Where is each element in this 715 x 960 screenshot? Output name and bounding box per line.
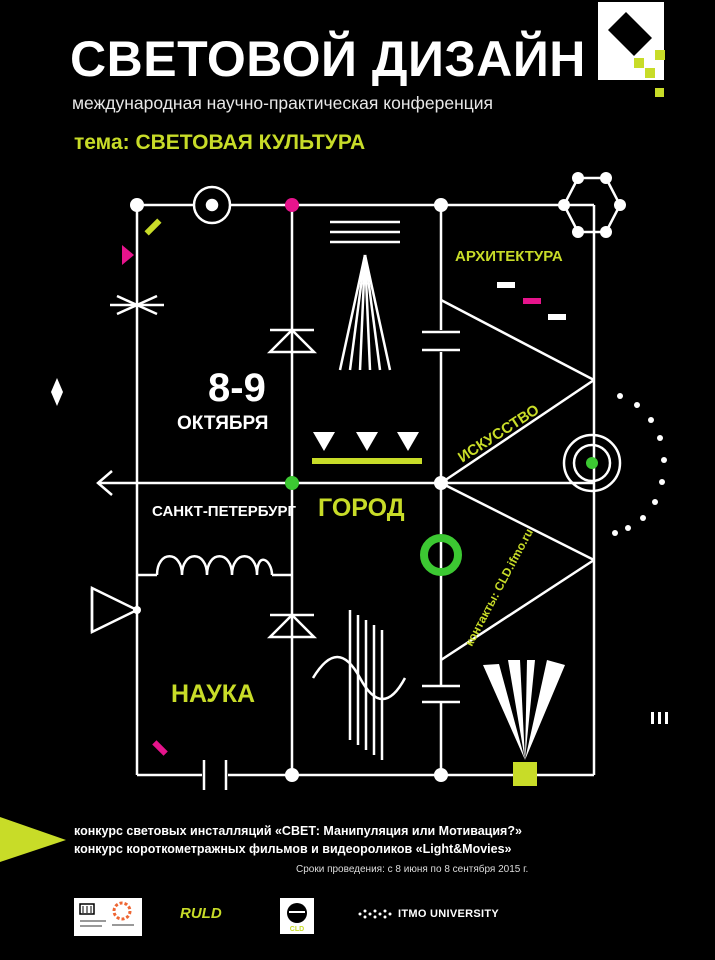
event-dates: 8-9	[208, 366, 266, 410]
topic-architecture: АРХИТЕКТУРА	[455, 248, 563, 265]
deadline-text: Сроки проведения: с 8 июня по 8 сентября…	[296, 864, 529, 875]
contest-films: конкурс короткометражных фильмов и видео…	[74, 842, 512, 856]
svg-text:CLD: CLD	[290, 926, 304, 933]
unesco-emblem-icon	[79, 901, 134, 927]
event-city: САНКТ-ПЕТЕРБУРГ	[152, 503, 297, 520]
topic-city: ГОРОД	[318, 494, 405, 522]
itmo-dots-icon	[358, 909, 392, 919]
unesco-logo	[74, 898, 142, 936]
topic-science: НАУКА	[171, 680, 256, 708]
event-month: ОКТЯБРЯ	[177, 413, 269, 434]
theme-value: СВЕТОВАЯ КУЛЬТУРА	[135, 131, 366, 154]
cld-logo: CLD	[280, 898, 314, 934]
event-subtitle: международная научно-практическая конфер…	[72, 93, 494, 113]
cld-emblem-icon: CLD	[287, 903, 307, 933]
theme-line: тема: СВЕТОВАЯ КУЛЬТУРА	[74, 131, 365, 155]
itmo-logo-text: ITMO UNIVERSITY	[398, 908, 500, 920]
event-title: СВЕТОВОЙ ДИЗАЙН	[70, 31, 586, 87]
contest-installations: конкурс световых инсталляций «СВЕТ: Мани…	[74, 824, 522, 838]
theme-prefix: тема:	[74, 131, 130, 154]
rulld-logo: RULD	[180, 905, 222, 922]
